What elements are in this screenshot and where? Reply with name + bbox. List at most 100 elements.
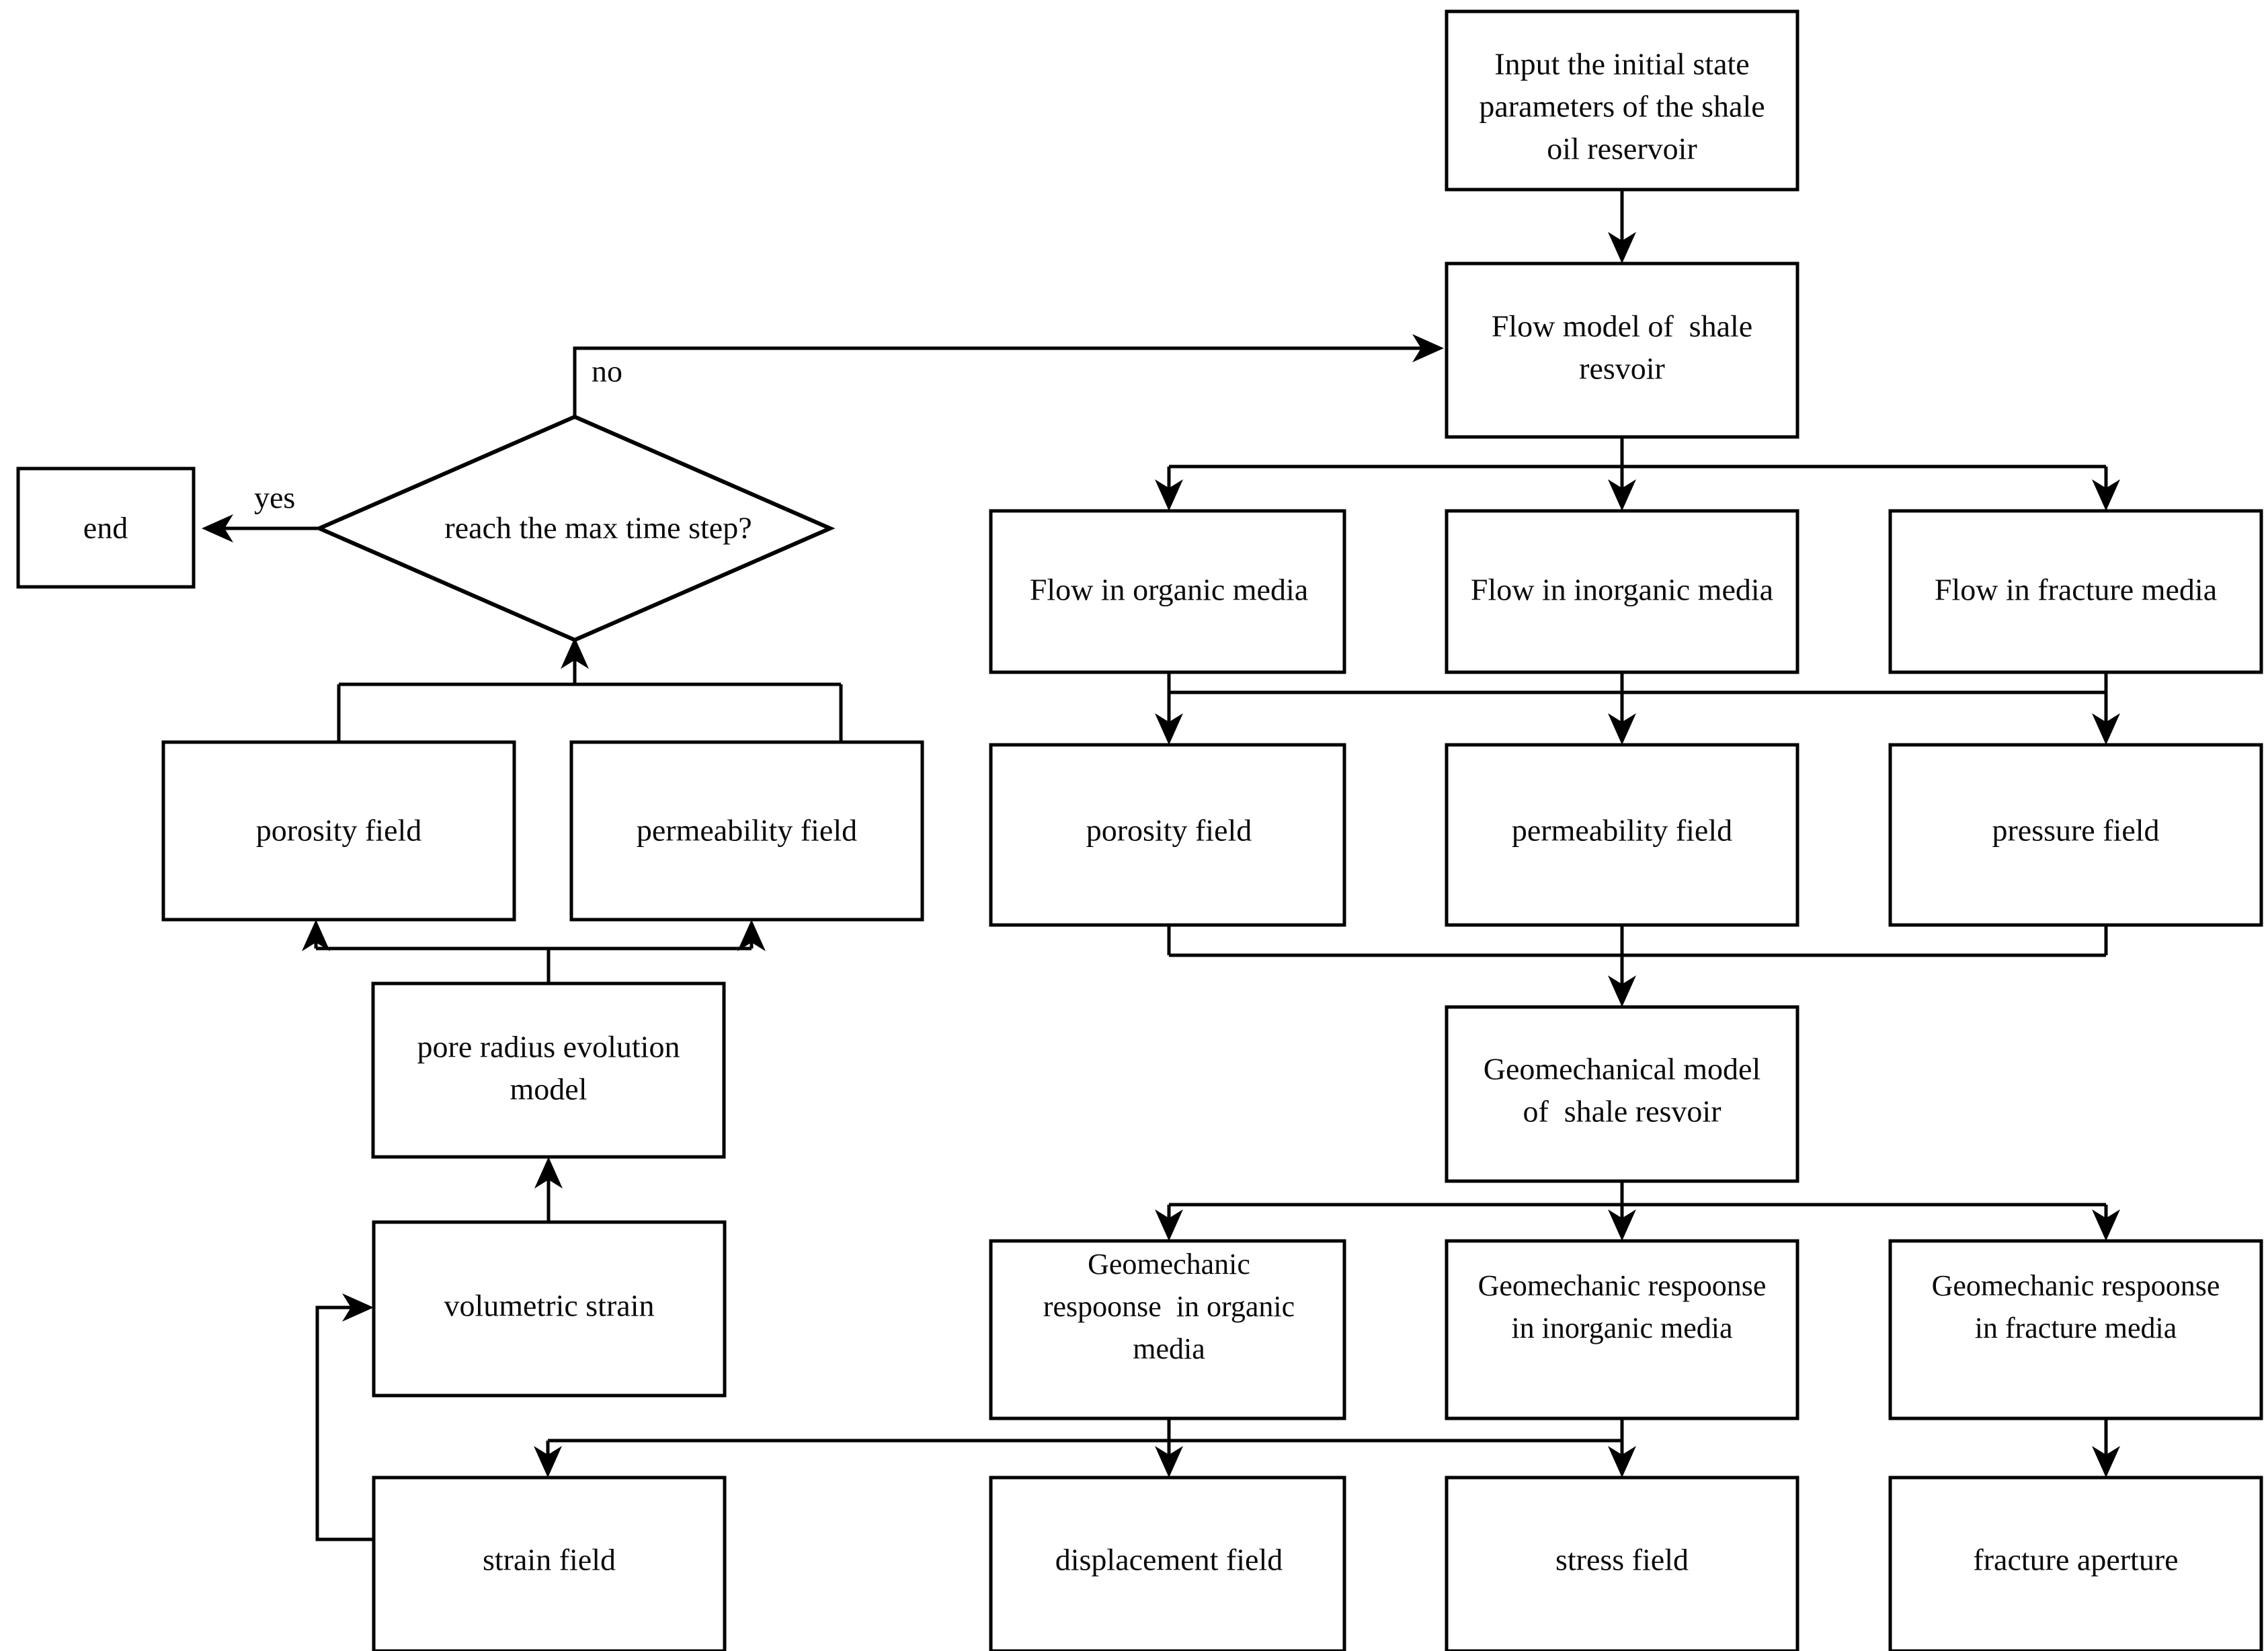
- node-porosity-field-left[interactable]: porosity field: [161, 740, 516, 922]
- node-pressure-field[interactable]: pressure field: [1888, 743, 2263, 927]
- node-permeability-field-left[interactable]: permeability field: [569, 740, 924, 922]
- arrowhead-geomech-model: [1608, 975, 1636, 1007]
- edge-label-no: no: [592, 354, 622, 389]
- arrowhead-geo-organic: [1155, 1209, 1183, 1241]
- arrowhead-porosity-right: [1155, 713, 1183, 745]
- arrowhead-end: [202, 514, 233, 542]
- edge-strainfield-feedback: [315, 1305, 374, 1541]
- node-geomech-model-line-1: of shale resvoir: [1523, 1094, 1721, 1129]
- node-porosity-field-left-box[interactable]: [161, 740, 516, 922]
- arrowhead-pore-radius: [534, 1157, 563, 1189]
- node-flow-model-box[interactable]: [1445, 261, 1799, 439]
- node-pressure-field-label: pressure field: [1992, 813, 2159, 848]
- node-geomech-organic-box[interactable]: [989, 1239, 1346, 1420]
- connectors: [202, 190, 2120, 1541]
- node-flow-model[interactable]: Flow model of shale resvoir: [1445, 261, 1799, 439]
- edge-decision-no-loop: [573, 346, 1425, 417]
- node-geomech-fracture-line-0: Geomechanic respoonse: [1932, 1269, 2220, 1302]
- node-fracture-aperture[interactable]: fracture aperture: [1888, 1476, 2263, 1651]
- node-geomech-fracture-box[interactable]: [1888, 1239, 2263, 1420]
- node-geomech-organic[interactable]: Geomechanic respoonse in organic media: [989, 1239, 1346, 1420]
- node-porosity-field-left-label: porosity field: [256, 813, 422, 848]
- node-geomech-fracture[interactable]: Geomechanic respoonse in fracture media: [1888, 1239, 2263, 1420]
- node-porosity-field-right[interactable]: porosity field: [989, 743, 1346, 927]
- node-flow-organic-label: Flow in organic media: [1030, 573, 1308, 607]
- arrowhead-flowmodel-left: [1412, 334, 1444, 362]
- node-geomech-inorganic-line-0: Geomechanic respoonse: [1478, 1269, 1767, 1302]
- arrowhead-fracture-aperture: [2092, 1446, 2120, 1478]
- node-geomech-model-line-0: Geomechanical model: [1484, 1052, 1761, 1086]
- arrowhead-pressure-right: [2092, 713, 2120, 745]
- node-flow-inorganic-box[interactable]: [1445, 509, 1799, 674]
- node-pore-radius-model-line-1: model: [510, 1072, 588, 1106]
- arrowhead-input-to-flowmodel: [1608, 232, 1636, 264]
- node-flow-model-line-0: Flow model of shale: [1492, 309, 1752, 344]
- node-geomech-model-box[interactable]: [1445, 1005, 1799, 1183]
- node-permeability-field-right-box[interactable]: [1445, 743, 1799, 927]
- arrowhead-geo-fracture: [2092, 1209, 2120, 1241]
- node-stress-field-box[interactable]: [1445, 1476, 1799, 1651]
- node-permeability-field-left-label: permeability field: [637, 813, 857, 848]
- node-end-box[interactable]: [16, 467, 196, 589]
- node-porosity-field-right-box[interactable]: [989, 743, 1346, 927]
- node-fracture-aperture-label: fracture aperture: [1973, 1543, 2178, 1577]
- node-geomech-model[interactable]: Geomechanical model of shale resvoir: [1445, 1005, 1799, 1183]
- node-displacement-field[interactable]: displacement field: [989, 1476, 1346, 1651]
- arrowhead-flow-organic: [1155, 479, 1183, 511]
- node-permeability-field-right[interactable]: permeability field: [1445, 743, 1799, 927]
- node-flow-fracture-box[interactable]: [1888, 509, 2263, 674]
- node-geomech-fracture-line-1: in fracture media: [1975, 1312, 2177, 1344]
- node-strain-field[interactable]: strain field: [372, 1476, 727, 1651]
- node-decision-label: reach the max time step?: [444, 511, 752, 545]
- node-pore-radius-model-line-0: pore radius evolution: [417, 1030, 680, 1064]
- node-input-params-line-1: parameters of the shale: [1479, 89, 1765, 124]
- node-input-params-box[interactable]: [1445, 9, 1799, 192]
- node-flow-fracture-label: Flow in fracture media: [1935, 573, 2217, 607]
- arrowhead-permeability-left: [737, 920, 766, 951]
- arrowhead-flow-inorganic: [1608, 479, 1636, 511]
- node-end[interactable]: end: [16, 467, 196, 589]
- node-flow-model-line-1: resvoir: [1579, 352, 1665, 386]
- node-volumetric-strain-box[interactable]: [372, 1220, 727, 1398]
- node-flow-inorganic-label: Flow in inorganic media: [1471, 573, 1773, 607]
- node-porosity-field-right-label: porosity field: [1086, 813, 1252, 848]
- node-decision[interactable]: reach the max time step?: [314, 414, 836, 643]
- node-flow-fracture[interactable]: Flow in fracture media: [1888, 509, 2263, 674]
- node-volumetric-strain-label: volumetric strain: [444, 1289, 655, 1323]
- arrowhead-permeability-right: [1608, 713, 1636, 745]
- arrowhead-porosity-left: [302, 920, 330, 951]
- node-input-params-line-2: oil reservoir: [1547, 132, 1697, 166]
- node-geomech-inorganic[interactable]: Geomechanic respoonse in inorganic media: [1445, 1239, 1799, 1420]
- node-input-params[interactable]: Input the initial state parameters of th…: [1445, 9, 1799, 192]
- node-flow-organic-box[interactable]: [989, 509, 1346, 674]
- node-geomech-inorganic-box[interactable]: [1445, 1239, 1799, 1420]
- node-geomech-organic-line-0: Geomechanic: [1088, 1248, 1250, 1281]
- node-input-params-line-0: Input the initial state: [1494, 47, 1749, 81]
- node-flow-inorganic[interactable]: Flow in inorganic media: [1445, 509, 1799, 674]
- node-displacement-field-box[interactable]: [989, 1476, 1346, 1651]
- node-volumetric-strain[interactable]: volumetric strain: [372, 1220, 727, 1398]
- node-permeability-field-left-box[interactable]: [569, 740, 924, 922]
- node-pressure-field-box[interactable]: [1888, 743, 2263, 927]
- arrowhead-strain-field: [534, 1446, 562, 1478]
- arrowhead-volumetric-strain: [342, 1293, 374, 1322]
- arrowhead-flow-fracture: [2092, 479, 2120, 511]
- node-fracture-aperture-box[interactable]: [1888, 1476, 2263, 1651]
- node-stress-field[interactable]: stress field: [1445, 1476, 1799, 1651]
- arrowhead-displacement: [1155, 1446, 1183, 1478]
- edge-label-yes: yes: [254, 481, 295, 515]
- node-stress-field-label: stress field: [1555, 1543, 1689, 1577]
- node-strain-field-box[interactable]: [372, 1476, 727, 1651]
- node-flow-organic[interactable]: Flow in organic media: [989, 509, 1346, 674]
- node-decision-shape[interactable]: [314, 414, 836, 643]
- node-pore-radius-model-box[interactable]: [371, 981, 726, 1159]
- arrowhead-geo-inorganic: [1608, 1209, 1636, 1241]
- arrowhead-stress: [1608, 1446, 1636, 1478]
- node-displacement-field-label: displacement field: [1055, 1543, 1283, 1577]
- node-end-label: end: [83, 511, 128, 545]
- arrowhead-decision-bottom: [561, 637, 589, 669]
- node-pore-radius-model[interactable]: pore radius evolution model: [371, 981, 726, 1159]
- node-strain-field-label: strain field: [483, 1543, 616, 1577]
